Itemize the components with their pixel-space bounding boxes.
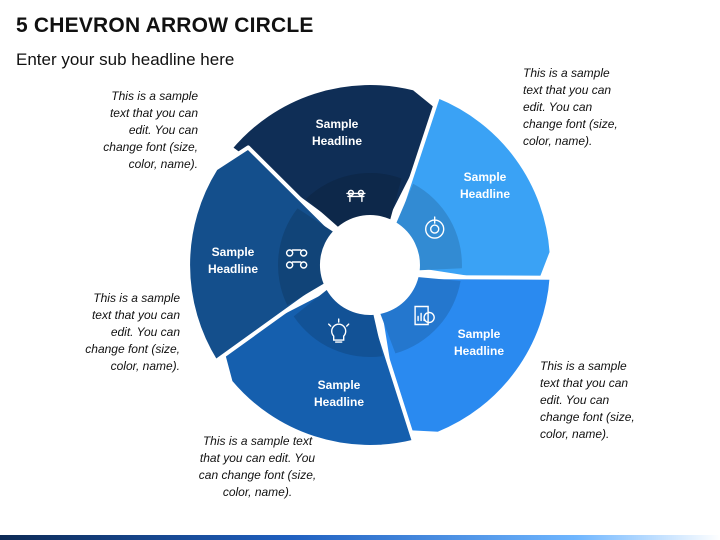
- note-line: This is a sample: [523, 66, 610, 80]
- segment-inner-band-4: [293, 290, 383, 357]
- note-line: text that you can: [109, 106, 198, 120]
- page-subtitle: Enter your sub headline here: [16, 50, 235, 69]
- footer-accent-bar: [0, 535, 720, 540]
- team-meeting-icon: [346, 189, 366, 203]
- note-line: change font (size,: [523, 117, 618, 131]
- note-top-right: This is a sample text that you can edit.…: [523, 65, 618, 150]
- note-bottom-center: This is a sample text that you can edit.…: [165, 433, 350, 501]
- note-line: text that you can: [91, 308, 180, 322]
- segment-3-headline[interactable]: Sample: [458, 327, 501, 341]
- segment-5-headline[interactable]: Sample: [212, 245, 255, 259]
- note-line: color, name).: [110, 359, 180, 373]
- note-line: text that you can: [540, 376, 629, 390]
- segment-inner-band-5: [278, 208, 333, 306]
- segment-1-headline[interactable]: Sample: [316, 117, 359, 131]
- note-top-left: This is a sample text that you can edit.…: [103, 88, 198, 173]
- note-line: can change font (size,: [198, 468, 317, 482]
- note-line: This is a sample text: [202, 434, 313, 448]
- analytics-report-icon: [414, 305, 435, 326]
- segment-5-headline-line2: Headline: [208, 262, 258, 276]
- note-mid-left: This is a sample text that you can edit.…: [85, 290, 180, 375]
- segment-2-headline-line2: Headline: [460, 187, 510, 201]
- note-line: text that you can: [523, 83, 612, 97]
- note-line: color, name).: [523, 134, 593, 148]
- segment-4-headline-line2: Headline: [314, 395, 364, 409]
- note-line: color, name).: [540, 427, 610, 441]
- segment-inner-band-2: [396, 183, 462, 271]
- segment-3-headline-line2: Headline: [454, 344, 504, 358]
- segment-4-headline[interactable]: Sample: [318, 378, 361, 392]
- note-line: This is a sample: [93, 291, 180, 305]
- note-line: edit. You can: [540, 393, 610, 407]
- note-bottom-right: This is a sample text that you can edit.…: [540, 358, 635, 443]
- note-line: change font (size,: [103, 140, 198, 154]
- note-line: change font (size,: [540, 410, 635, 424]
- note-line: color, name).: [128, 157, 198, 171]
- note-line: edit. You can: [128, 123, 198, 137]
- note-line: edit. You can: [110, 325, 180, 339]
- segment-2-headline[interactable]: Sample: [464, 170, 507, 184]
- segment-inner-band-1: [306, 172, 402, 227]
- idea-gear-icon: [328, 318, 350, 343]
- target-icon: [425, 216, 445, 239]
- note-line: change font (size,: [85, 342, 180, 356]
- note-line: color, name).: [222, 485, 293, 499]
- note-line: edit. You can: [523, 100, 593, 114]
- note-line: that you can edit. You: [199, 451, 316, 465]
- network-people-icon: [285, 249, 308, 269]
- note-line: This is a sample: [111, 89, 198, 103]
- note-line: This is a sample: [540, 359, 627, 373]
- segment-1-headline-line2: Headline: [312, 134, 362, 148]
- page-title: 5 CHEVRON ARROW CIRCLE: [16, 14, 314, 37]
